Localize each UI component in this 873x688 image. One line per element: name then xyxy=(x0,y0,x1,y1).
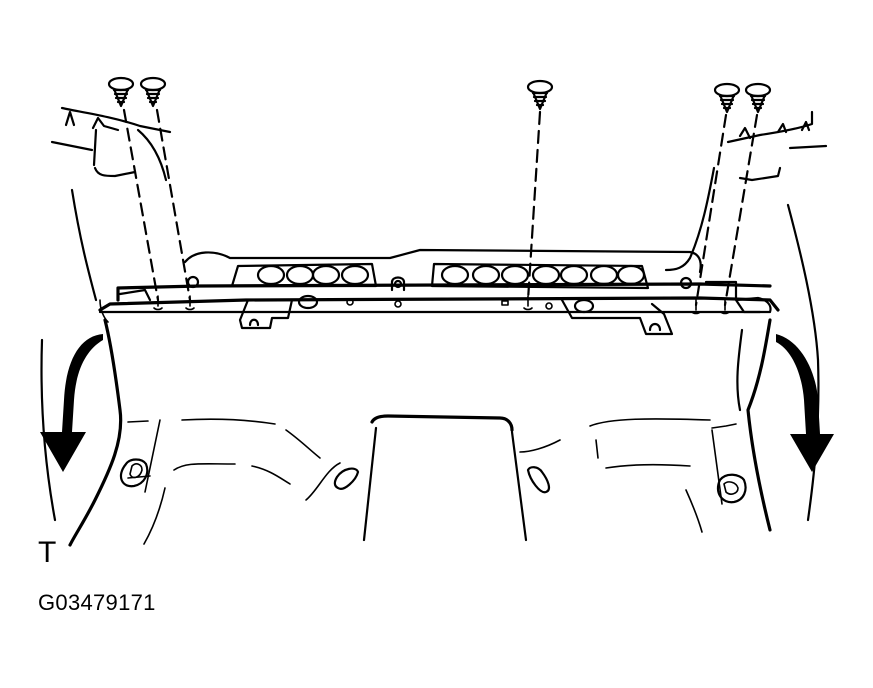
floor-pan xyxy=(119,414,747,545)
clip-1-icon xyxy=(107,76,135,108)
clip-5-icon xyxy=(744,82,772,114)
clips xyxy=(107,76,772,114)
clip-guide-lines xyxy=(122,108,759,307)
package-tray-panel xyxy=(98,248,780,336)
view-indicator-label: T xyxy=(38,536,57,569)
clip-4-icon xyxy=(713,82,741,114)
arrow-down-left-icon xyxy=(40,334,103,472)
clip-2-icon xyxy=(139,76,167,108)
removal-arrows xyxy=(40,334,834,472)
left-body-side xyxy=(40,106,172,547)
clip-3-icon xyxy=(526,79,554,111)
figure-code-label: G03479171 xyxy=(38,590,156,615)
arrow-down-right-icon xyxy=(776,334,834,472)
